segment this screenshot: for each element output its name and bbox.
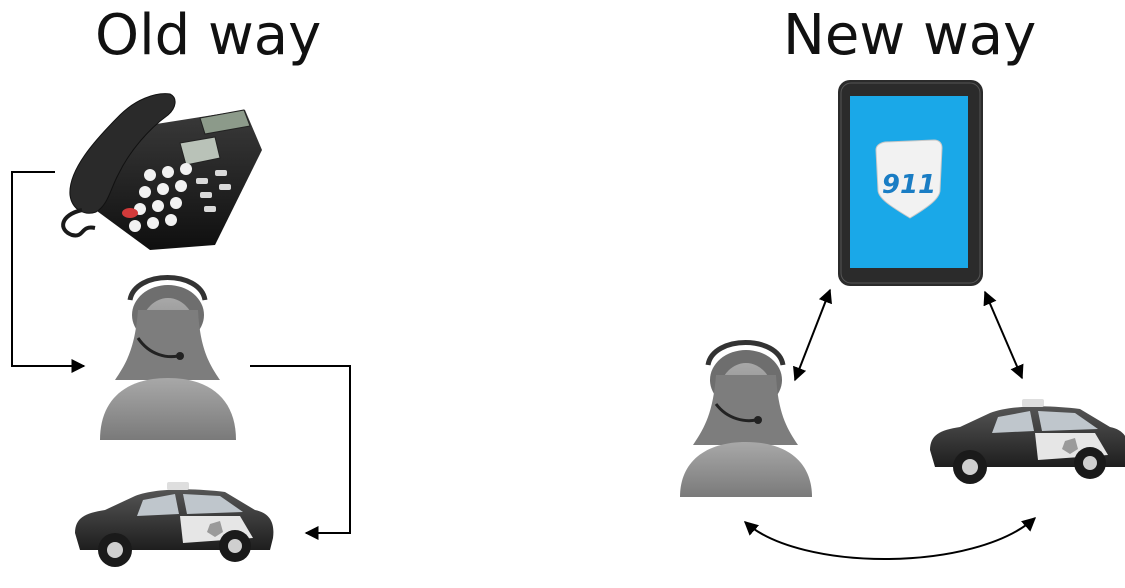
shield-badge-icon <box>875 139 943 219</box>
desk-phone-icon <box>61 93 262 250</box>
tablet-car-arrow <box>983 290 1024 380</box>
tablet-dispatcher-arrow <box>793 288 832 382</box>
phone-to-dispatcher-arrow <box>11 171 86 373</box>
dispatcher-car-arrow <box>743 517 1037 560</box>
dispatcher-headset-icon <box>100 275 236 440</box>
old-flow-arrows <box>11 171 351 540</box>
new-flow-arrows <box>743 288 1037 560</box>
dispatcher-to-car-arrow <box>250 365 351 540</box>
dispatcher-headset-icon <box>680 340 812 497</box>
police-car-icon <box>930 399 1125 484</box>
tablet-icon: 911 <box>838 80 983 286</box>
tablet-badge-text: 911 <box>882 170 936 200</box>
new-way-title: New way <box>783 3 1037 68</box>
police-car-icon <box>75 482 274 567</box>
old-way-title: Old way <box>95 3 322 68</box>
